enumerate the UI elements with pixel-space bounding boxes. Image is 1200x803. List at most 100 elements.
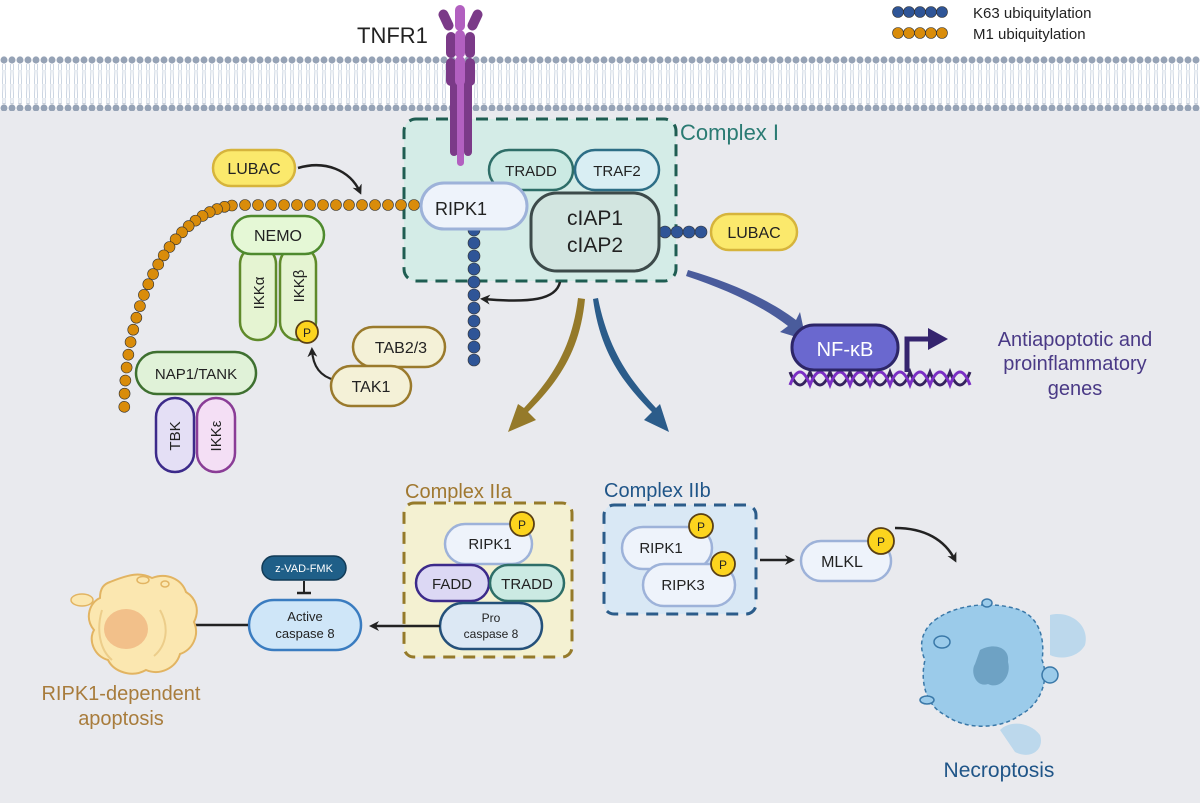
ubiquitin-bead [291, 199, 303, 211]
complex2a-phospho-ripk1: P [509, 511, 535, 537]
ubiquitin-bead [130, 311, 143, 324]
complex-2b-title: Complex IIb [604, 480, 711, 502]
ubiquitin-bead [467, 327, 481, 341]
ubiquitin-bead [914, 6, 926, 18]
ubiquitin-bead [395, 199, 407, 211]
legend-k63-label: K63 ubiquitylation [973, 5, 1091, 22]
ubiquitin-bead [343, 199, 355, 211]
svg-text:RIPK1: RIPK1 [468, 536, 511, 553]
ubiquitin-bead [265, 199, 277, 211]
ubiquitin-bead [152, 258, 165, 271]
ubiquitin-bead [670, 225, 684, 239]
ubiquitin-bead [317, 199, 329, 211]
nfkb-protein: NF-κB [790, 323, 900, 372]
ubiquitin-bead [382, 199, 394, 211]
ciap1-label: cIAP1 [567, 207, 623, 230]
m1-ubiquitin-chain [118, 199, 420, 413]
complex2b-ripk3-protein: RIPK3 [641, 562, 737, 608]
complex2b-phospho-ripk1: P [688, 513, 714, 539]
legend: K63 ubiquitylation M1 ubiquitylation [892, 5, 1091, 43]
ubiquitin-bead [925, 27, 937, 39]
ubiquitin-bead [122, 348, 135, 361]
ubiquitin-bead [157, 249, 170, 262]
legend-k63-chain-icon [892, 6, 948, 18]
svg-text:Antiapoptotic and: Antiapoptotic and [998, 329, 1153, 351]
traf2-protein: TRAF2 [573, 148, 661, 192]
ikke-protein: IKKε [195, 396, 237, 474]
legend-m1-chain-icon [892, 27, 948, 39]
ubiquitin-bead [147, 268, 159, 280]
transcription-start-arrow-icon [904, 328, 948, 372]
svg-text:P: P [877, 535, 885, 549]
ikkb-protein: IKKβ [278, 244, 318, 342]
ubiquitin-bead [369, 199, 381, 211]
ubiquitin-bead [467, 314, 481, 328]
apoptotic-cell-icon [70, 573, 198, 675]
complex1-to-complex2a-arrow [508, 298, 585, 432]
ikke-label: IKKε [208, 420, 225, 451]
ubiquitin-bead [936, 6, 948, 18]
svg-text:FADD: FADD [432, 576, 472, 593]
lubac-right-label: LUBAC [727, 225, 780, 242]
apoptosis-label: RIPK1-dependent apoptosis [41, 683, 200, 730]
legend-m1-label: M1 ubiquitylation [973, 26, 1086, 43]
ubiquitin-bead [925, 6, 937, 18]
svg-text:P: P [719, 558, 727, 572]
ubiquitin-bead [239, 199, 251, 211]
ubiquitin-bead [892, 27, 904, 39]
ubiquitin-bead [467, 340, 481, 354]
necroptosis-label: Necroptosis [944, 759, 1055, 782]
lubac-protein-right: LUBAC [709, 212, 799, 252]
complex-1-title: Complex I [680, 120, 779, 145]
svg-text:Pro: Pro [482, 611, 501, 625]
gene-outcome-text: Antiapoptotic and proinflammatory genes [998, 329, 1153, 400]
tradd-protein: TRADD [487, 148, 575, 192]
ubiquitin-bead [467, 236, 481, 250]
phospho-ikkb: P [295, 320, 319, 344]
ubiquitin-bead [169, 233, 182, 246]
tab23-label: TAB2/3 [375, 340, 427, 357]
k63-ubiquitin-chain-ripk1 [467, 223, 481, 367]
fadd-protein: FADD [414, 563, 491, 603]
lubac-to-m1-arrow [297, 164, 362, 195]
svg-text:P: P [697, 520, 705, 534]
ubiquitin-bead [467, 353, 481, 367]
ubiquitin-bead [120, 361, 133, 374]
complex-2a-title: Complex IIa [405, 481, 513, 503]
ubiquitin-bead [134, 300, 146, 312]
ubiquitin-bead [304, 199, 316, 211]
tnfr1-receptor-icon [438, 5, 483, 166]
svg-text:RIPK3: RIPK3 [661, 577, 704, 594]
ciap-to-k63-arrow [480, 281, 562, 305]
complex1-to-complex2b-arrow [593, 298, 669, 432]
mlkl-label: MLKL [821, 554, 863, 571]
ubiquitin-bead [138, 289, 150, 301]
tak1-label: TAK1 [352, 379, 391, 396]
ubiquitin-bead [467, 262, 481, 276]
inhibition-bar-icon [297, 581, 311, 595]
svg-text:TRADD: TRADD [501, 576, 553, 593]
mlkl-protein: MLKL [799, 539, 893, 583]
ubiquitin-bead [903, 6, 915, 18]
lubac-left-label: LUBAC [227, 161, 280, 178]
ikkb-label: IKKβ [291, 269, 308, 302]
tab23-protein: TAB2/3 [351, 325, 447, 369]
nemo-label: NEMO [254, 228, 302, 245]
nemo-protein: NEMO [230, 214, 326, 256]
ubiquitin-bead [124, 336, 137, 348]
ubiquitin-bead [467, 288, 481, 302]
lubac-protein-left: LUBAC [211, 148, 297, 188]
ubiquitin-bead [163, 241, 176, 253]
receptor-label: TNFR1 [357, 23, 428, 48]
z-vad-fmk-label: z-VAD-FMK [275, 563, 334, 575]
mlkl-to-necroptosis-arrow [894, 526, 957, 563]
ubiquitin-bead [682, 225, 696, 239]
ciap2-label: cIAP2 [567, 234, 623, 257]
dna-helix-icon [788, 367, 972, 390]
svg-text:Active: Active [287, 609, 322, 624]
svg-text:RIPK1-dependent: RIPK1-dependent [41, 683, 200, 705]
ubiquitin-bead [278, 199, 290, 211]
ikka-protein: IKKα [238, 244, 278, 342]
complex2a-ripk1-protein: RIPK1 [443, 522, 534, 566]
